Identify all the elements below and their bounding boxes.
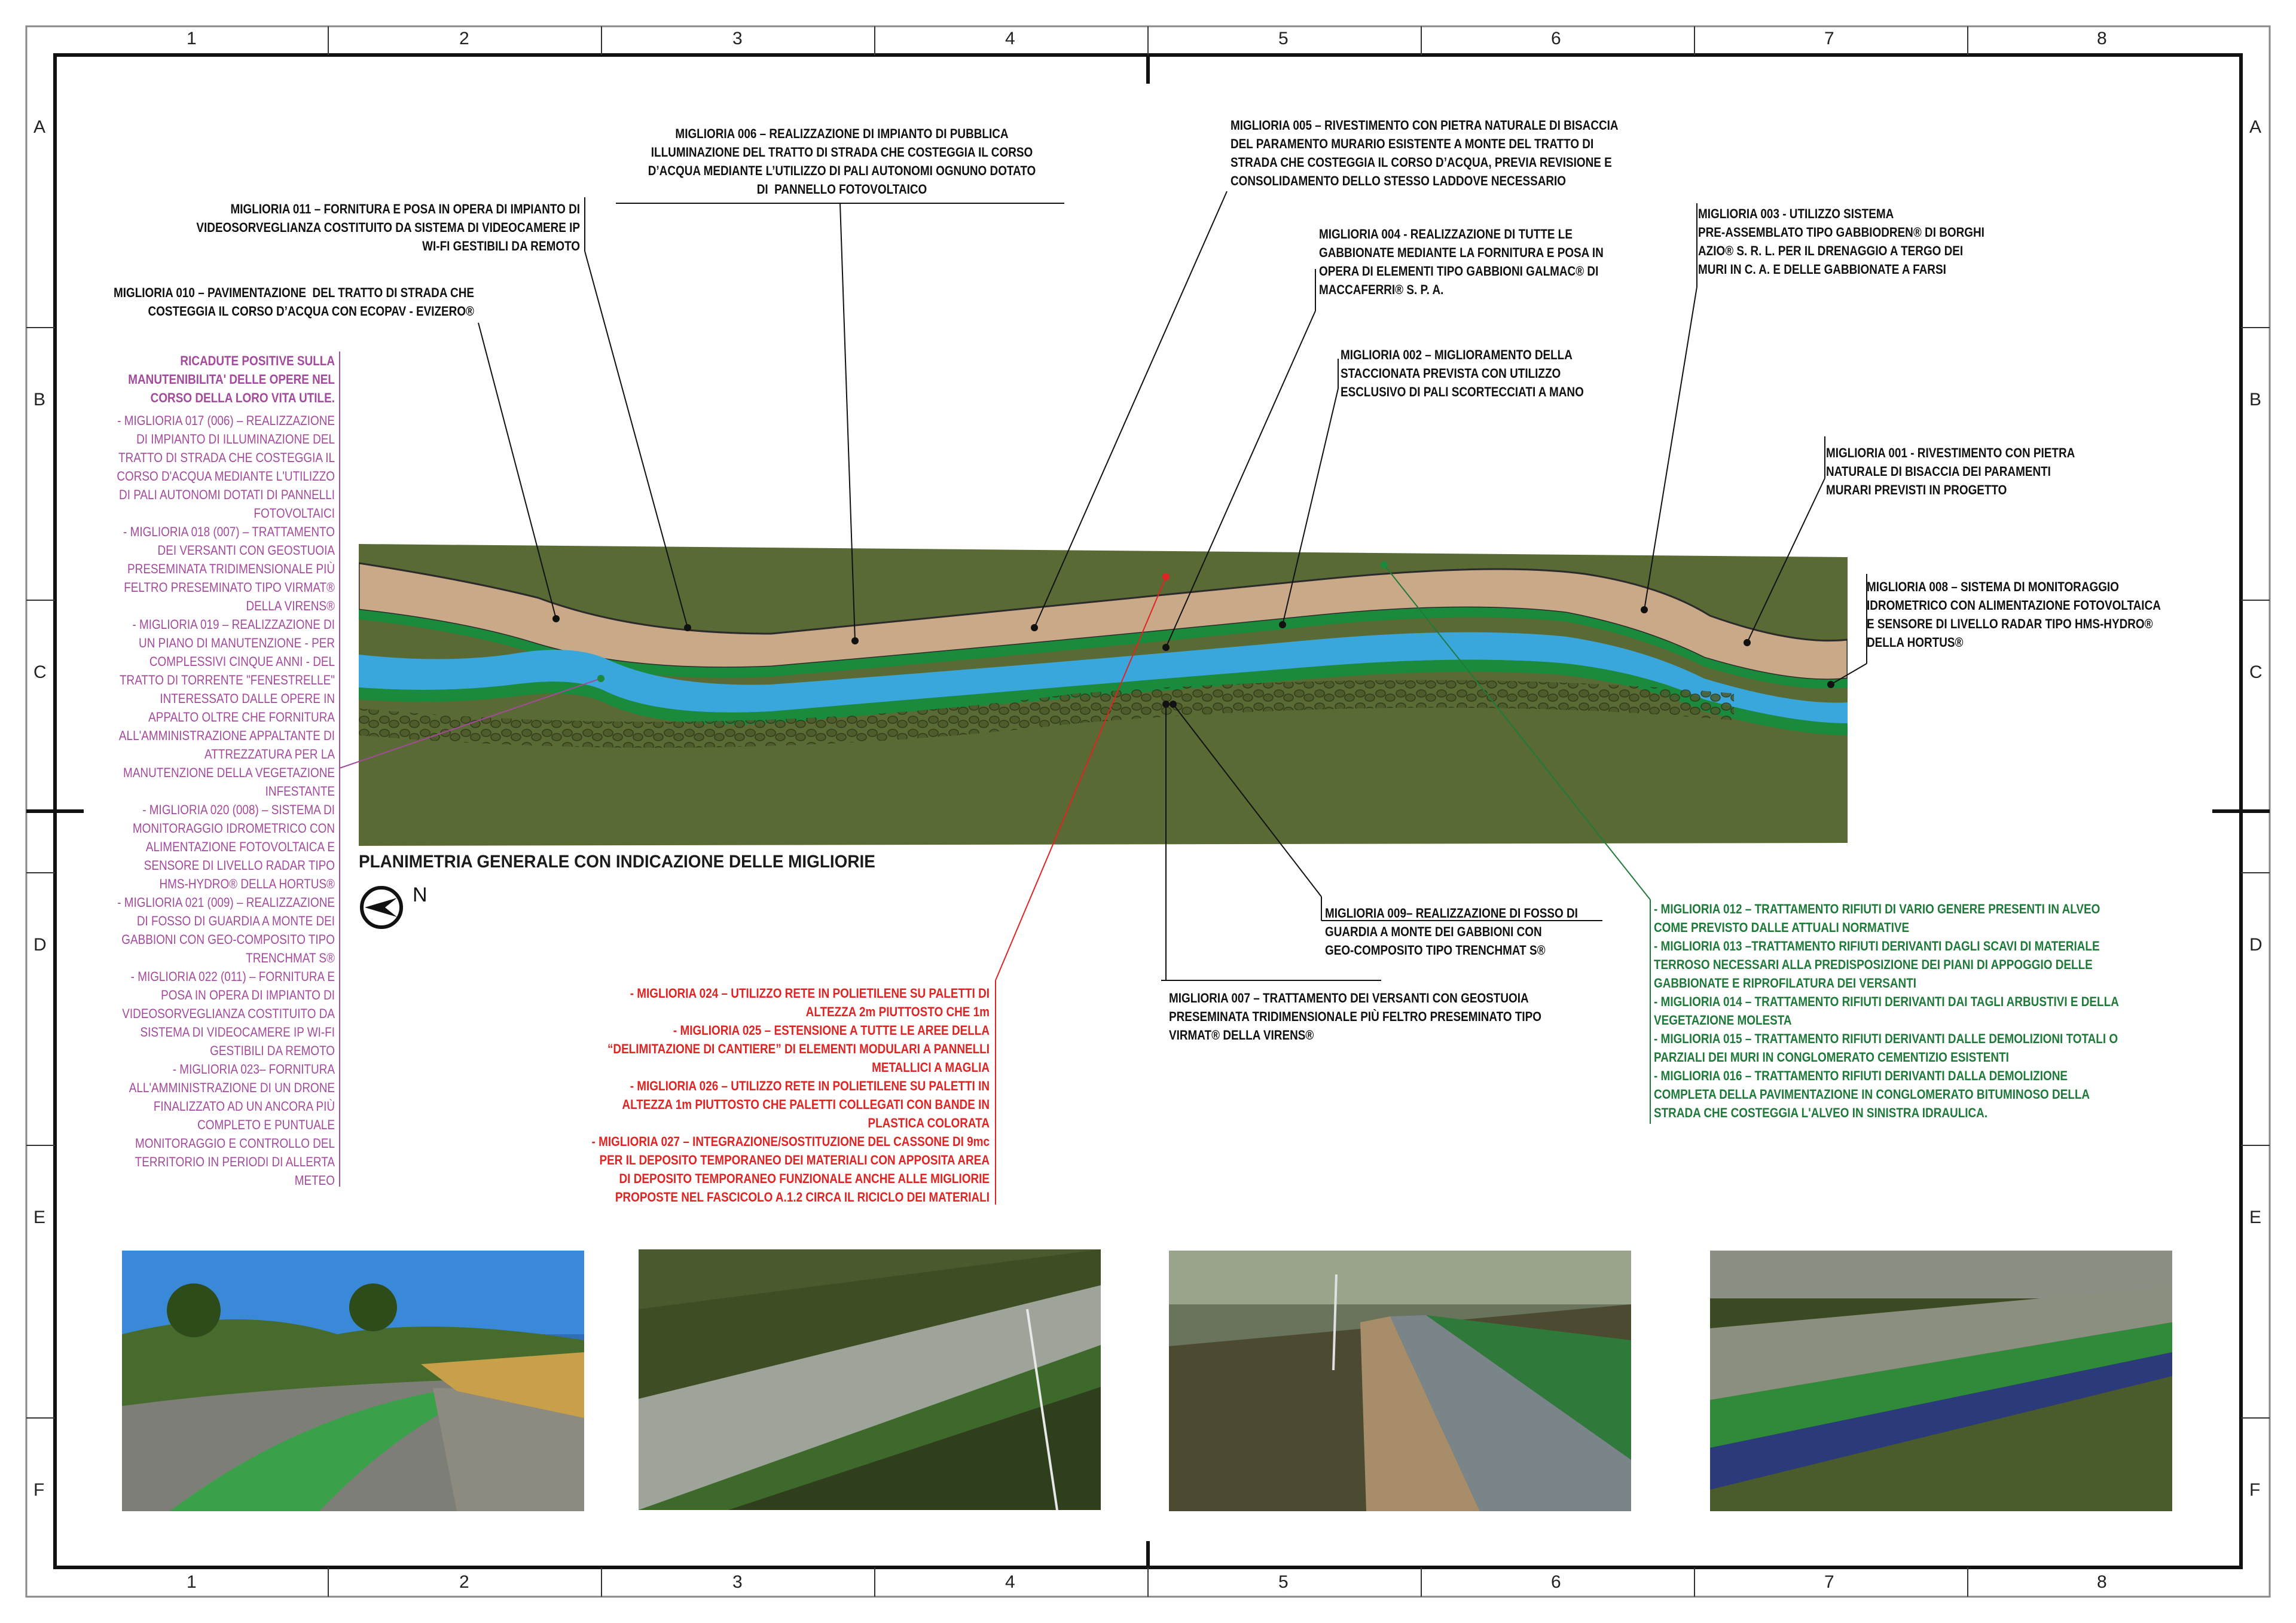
render-view-3 <box>1169 1251 1631 1511</box>
row-label: E <box>33 1208 46 1227</box>
plan-title: PLANIMETRIA GENERALE CON INDICAZIONE DEL… <box>359 852 875 872</box>
label-migliora-007: MIGLIORIA 007 – TRATTAMENTO DEI VERSANTI… <box>1169 991 1541 1043</box>
render-view-2 <box>639 1249 1101 1510</box>
row-label: F <box>33 1480 45 1500</box>
north-label: N <box>413 884 428 906</box>
col-label: 3 <box>732 29 743 48</box>
row-label: D <box>2249 935 2263 955</box>
lower-shrubs <box>359 680 1734 748</box>
col-label: 3 <box>732 1572 743 1592</box>
col-label: 2 <box>459 1572 469 1592</box>
label-migliora-002: MIGLIORIA 002 – MIGLIORAMENTO DELLA STAC… <box>1341 347 1584 399</box>
row-label: A <box>2249 117 2262 137</box>
row-label: F <box>2249 1480 2261 1500</box>
left-bank <box>359 607 1848 689</box>
label-migliora-009: MIGLIORIA 009– REALIZZAZIONE DI FOSSO DI… <box>1325 906 1578 958</box>
render-view-4 <box>1710 1251 2172 1511</box>
render-view-1 <box>122 1251 584 1511</box>
col-label: 5 <box>1278 1572 1289 1592</box>
col-label: 4 <box>1005 29 1015 48</box>
col-label: 2 <box>459 29 469 48</box>
col-label: 5 <box>1278 29 1289 48</box>
col-label: 8 <box>2097 29 2107 48</box>
row-label: E <box>2249 1208 2262 1227</box>
row-label: D <box>33 935 47 955</box>
row-label: C <box>2249 662 2263 682</box>
label-migliora-006: MIGLIORIA 006 – REALIZZAZIONE DI IMPIANT… <box>648 126 1036 197</box>
label-migliora-005: MIGLIORIA 005 – RIVESTIMENTO CON PIETRA … <box>1231 118 1619 188</box>
col-label: 7 <box>1824 29 1834 48</box>
river <box>359 632 1848 723</box>
north-arrow-icon <box>360 886 403 929</box>
label-migliora-008: MIGLIORIA 008 – SISTEMA DI MONITORAGGIO … <box>1867 579 2161 650</box>
label-migliora-003: MIGLIORIA 003 - UTILIZZO SISTEMA PRE-ASS… <box>1698 206 1984 277</box>
right-bank <box>359 659 1848 735</box>
col-label: 4 <box>1005 1572 1015 1592</box>
label-migliora-010: MIGLIORIA 010 – PAVIMENTAZIONE DEL TRATT… <box>113 285 474 319</box>
row-label: A <box>33 117 46 137</box>
row-label: B <box>33 390 46 409</box>
maintenance-heading: RICADUTE POSITIVE SULLA MANUTENIBILITA' … <box>128 353 335 405</box>
label-migliora-004: MIGLIORIA 004 - REALIZZAZIONE DI TUTTE L… <box>1319 227 1604 297</box>
col-label: 1 <box>187 29 197 48</box>
col-label: 8 <box>2097 1572 2107 1592</box>
site-delimitation-list: - MIGLIORIA 024 – UTILIZZO RETE IN POLIE… <box>591 986 990 1205</box>
col-label: 7 <box>1824 1572 1834 1592</box>
maintenance-list: - MIGLIORIA 017 (006) – REALIZZAZIONE DI… <box>117 413 335 1188</box>
col-label: 6 <box>1551 1572 1561 1592</box>
label-migliora-001: MIGLIORIA 001 - RIVESTIMENTO CON PIETRA … <box>1826 445 2075 497</box>
row-label: C <box>33 662 47 682</box>
waste-treatment-list: - MIGLIORIA 012 – TRATTAMENTO RIFIUTI DI… <box>1654 901 2119 1120</box>
col-label: 6 <box>1551 29 1561 48</box>
label-migliora-011: MIGLIORIA 011 – FORNITURA E POSA IN OPER… <box>196 201 580 253</box>
row-label: B <box>2249 390 2262 409</box>
col-label: 1 <box>187 1572 197 1592</box>
site-plan <box>359 544 1848 846</box>
